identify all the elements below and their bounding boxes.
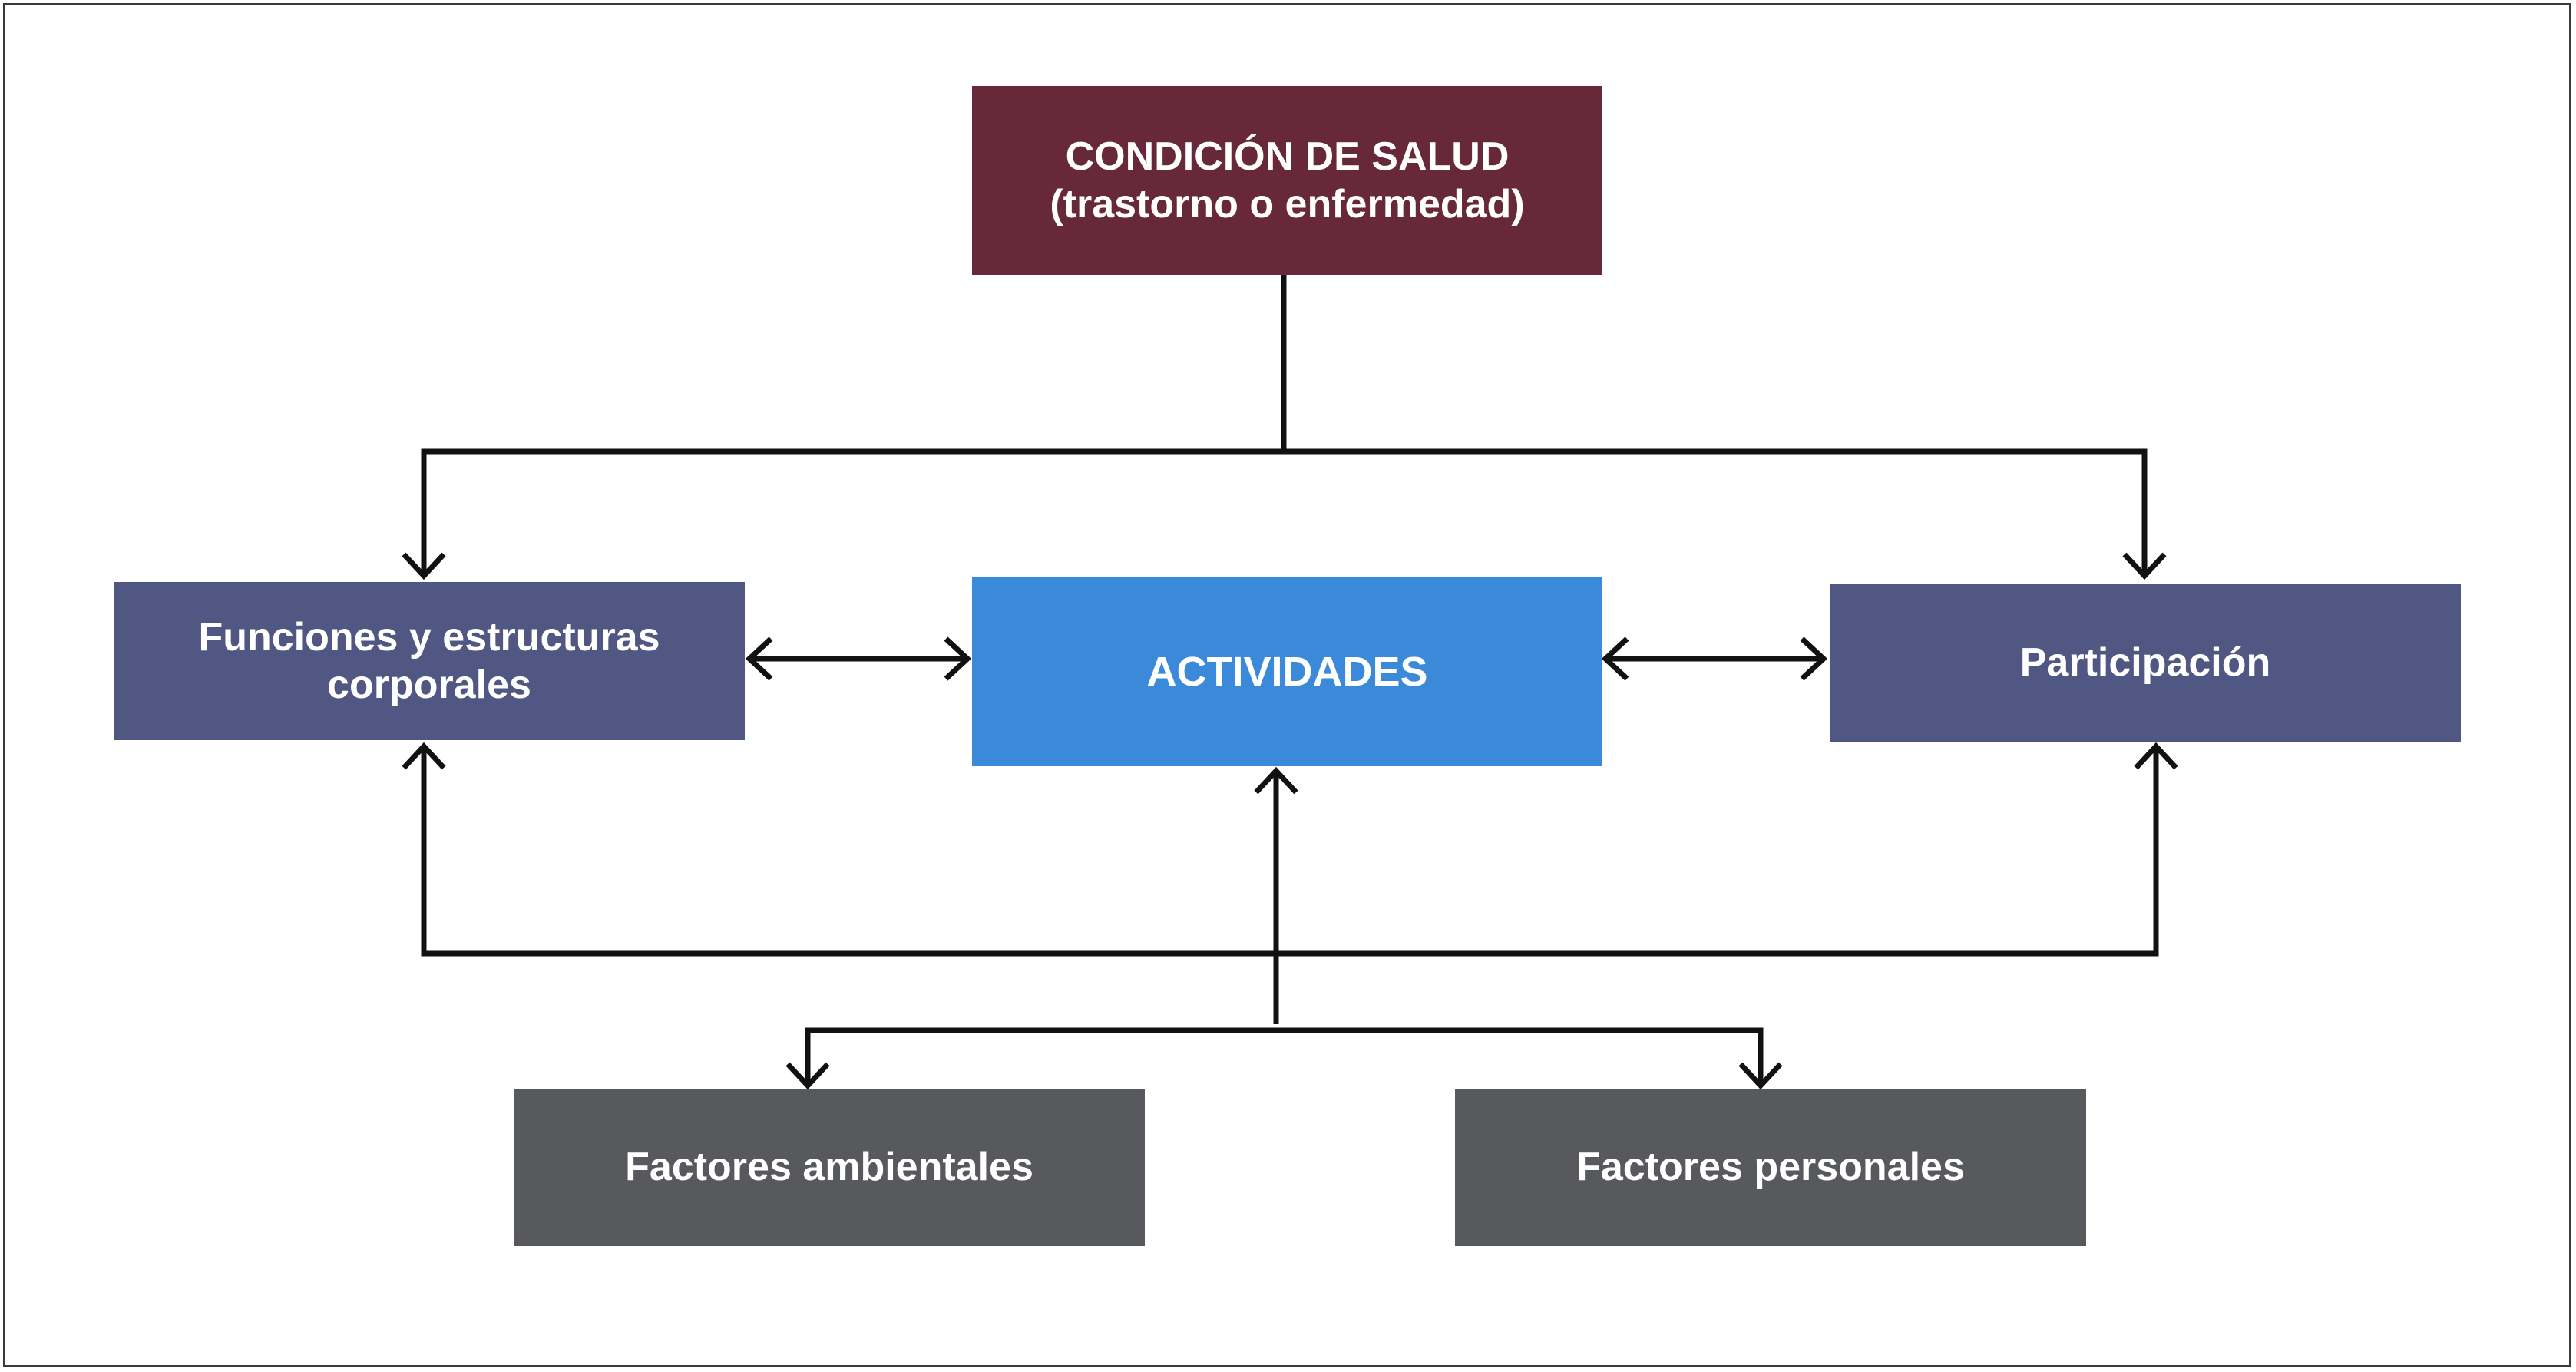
connector-bottom-loop <box>421 749 2159 957</box>
activities-box: ACTIVIDADES <box>972 577 1602 766</box>
body-functions-label-line2: corporales <box>327 663 531 707</box>
arrowhead-down-environmental <box>785 1062 830 1090</box>
arrowhead-right-activities <box>944 636 972 681</box>
arrowhead-up-activities <box>1254 766 1298 795</box>
personal-factors-box: Factores personales <box>1455 1089 2086 1246</box>
participation-label: Participación <box>2019 640 2271 685</box>
environmental-factors-label: Factores ambientales <box>625 1145 1033 1190</box>
body-functions-label-line1: Funciones y estructuras <box>198 614 660 660</box>
arrowhead-down-personal <box>1738 1062 1783 1090</box>
arrowhead-up-body <box>402 742 446 770</box>
arrowhead-down-body <box>402 552 446 580</box>
arrowhead-down-participation <box>2122 552 2167 580</box>
connector-health-to-body <box>421 448 1284 574</box>
environmental-factors-box: Factores ambientales <box>514 1089 1145 1246</box>
activities-label: ACTIVIDADES <box>1146 648 1428 695</box>
arrowhead-up-participation <box>2134 742 2178 770</box>
health-condition-box: CONDICIÓN DE SALUD (trastorno o enfermed… <box>972 86 1602 275</box>
arrowhead-left-activities <box>1601 636 1629 681</box>
health-condition-subtitle: (trastorno o enfermedad) <box>1050 182 1525 226</box>
personal-factors-label: Factores personales <box>1576 1145 1965 1190</box>
arrowhead-left-body <box>745 636 773 681</box>
health-condition-title: CONDICIÓN DE SALUD <box>1065 134 1510 179</box>
participation-box: Participación <box>1830 584 2461 742</box>
arrowhead-right-participation <box>1800 636 1828 681</box>
body-functions-box: Funciones y estructuras corporales <box>114 582 745 740</box>
connector-to-factors <box>805 1027 1764 1084</box>
connector-health-to-participation <box>1284 448 2148 574</box>
